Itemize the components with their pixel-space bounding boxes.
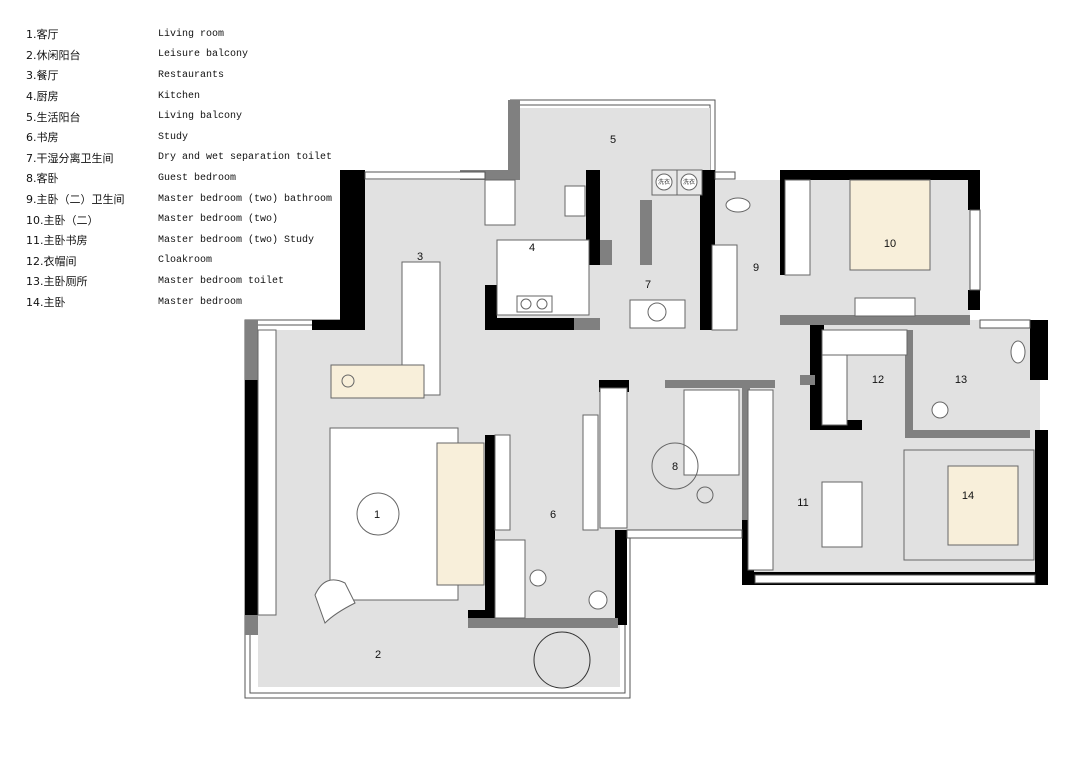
furniture [314, 179, 1035, 689]
room-number: 10 [884, 238, 896, 250]
legend-item: 10.主卧（二） Master bedroom (two) [26, 209, 332, 230]
legend-item: 2.休闲阳台 Leisure balcony [26, 45, 332, 66]
room-number: 2 [375, 649, 381, 661]
bed-14 [947, 465, 1019, 546]
room-number: 12 [872, 374, 884, 386]
room-number: 7 [645, 279, 651, 291]
partitions [245, 100, 1030, 635]
bed-10 [849, 179, 931, 271]
legend-en: Master bedroom (two) Study [158, 234, 315, 246]
legend-en: Cloakroom [158, 255, 213, 267]
windows [364, 171, 1036, 584]
room-number: 4 [529, 242, 535, 254]
legend-cn: 12.衣帽间 [26, 254, 77, 268]
legend-item: 14.主卧 Master bedroom [26, 292, 332, 313]
room-number: 14 [962, 490, 974, 502]
legend-en: Dry and wet separation toilet [158, 152, 333, 164]
legend-item: 1.客厅 Living room [26, 24, 332, 45]
legend-en: Leisure balcony [158, 49, 249, 61]
legend-item: 3.餐厅 Restaurants [26, 65, 332, 86]
legend-en: Guest bedroom [158, 172, 237, 184]
room-numbers: 1 2 3 4 5 6 7 8 9 10 11 12 13 14 [374, 134, 974, 661]
legend-item: 8.客卧 Guest bedroom [26, 168, 332, 189]
legend-en: Study [158, 131, 189, 143]
coffee-table [356, 492, 400, 536]
legend-cn: 9.主卧（二）卫生间 [26, 193, 125, 207]
legend-cn: 1.客厅 [26, 28, 59, 42]
legend-item: 5.生活阳台 Living balcony [26, 106, 332, 127]
washer-label: 洗衣 [658, 178, 670, 186]
legend-en: Restaurants [158, 69, 225, 81]
legend-en: Living balcony [158, 111, 243, 123]
cabinets [257, 179, 916, 619]
legend-item: 11.主卧书房 Master bedroom (two) Study [26, 230, 332, 251]
legend-en: Master bedroom [158, 296, 243, 308]
legend-cn: 3.餐厅 [26, 69, 59, 83]
legend-cn: 10.主卧（二） [26, 213, 99, 227]
legend-item: 12.衣帽间 Cloakroom [26, 251, 332, 272]
legend-cn: 2.休闲阳台 [26, 48, 81, 62]
room-number: 13 [955, 374, 967, 386]
island [330, 364, 425, 399]
legend-item: 7.干湿分离卫生间 Dry and wet separation toilet [26, 148, 332, 169]
legend-item: 6.书房 Study [26, 127, 332, 148]
tree [533, 631, 591, 689]
legend-cn: 5.生活阳台 [26, 110, 81, 124]
legend-item: 9.主卧（二）卫生间 Master bedroom (two) bathroom [26, 189, 332, 210]
legend-cn: 14.主卧 [26, 296, 66, 310]
washer-label: 洗衣 [683, 178, 695, 186]
legend-cn: 4.厨房 [26, 90, 59, 104]
room-number: 11 [797, 497, 808, 509]
room-number: 5 [610, 134, 616, 146]
legend-en: Living room [158, 28, 225, 40]
legend-item: 4.厨房 Kitchen [26, 86, 332, 107]
legend: 1.客厅 Living room 2.休闲阳台 Leisure balcony 3.… [26, 24, 332, 312]
legend-en: Master bedroom (two) bathroom [158, 193, 333, 205]
room-number: 6 [550, 509, 556, 521]
room-number: 1 [374, 509, 380, 521]
legend-cn: 6.书房 [26, 131, 59, 145]
legend-en: Master bedroom (two) [158, 214, 279, 226]
legend-en: Master bedroom toilet [158, 275, 285, 287]
sofa [436, 442, 485, 586]
room-number: 8 [672, 461, 678, 473]
room-number: 3 [417, 251, 423, 263]
armchair [314, 579, 356, 624]
legend-cn: 13.主卧厕所 [26, 275, 88, 289]
room-number: 9 [753, 262, 759, 274]
legend-item: 13.主卧厕所 Master bedroom toilet [26, 271, 332, 292]
legend-cn: 8.客卧 [26, 172, 59, 186]
legend-cn: 11.主卧书房 [26, 234, 88, 248]
washing-machines: 洗衣 洗衣 [651, 169, 703, 196]
legend-cn: 7.干湿分离卫生间 [26, 151, 114, 165]
legend-en: Kitchen [158, 90, 201, 102]
